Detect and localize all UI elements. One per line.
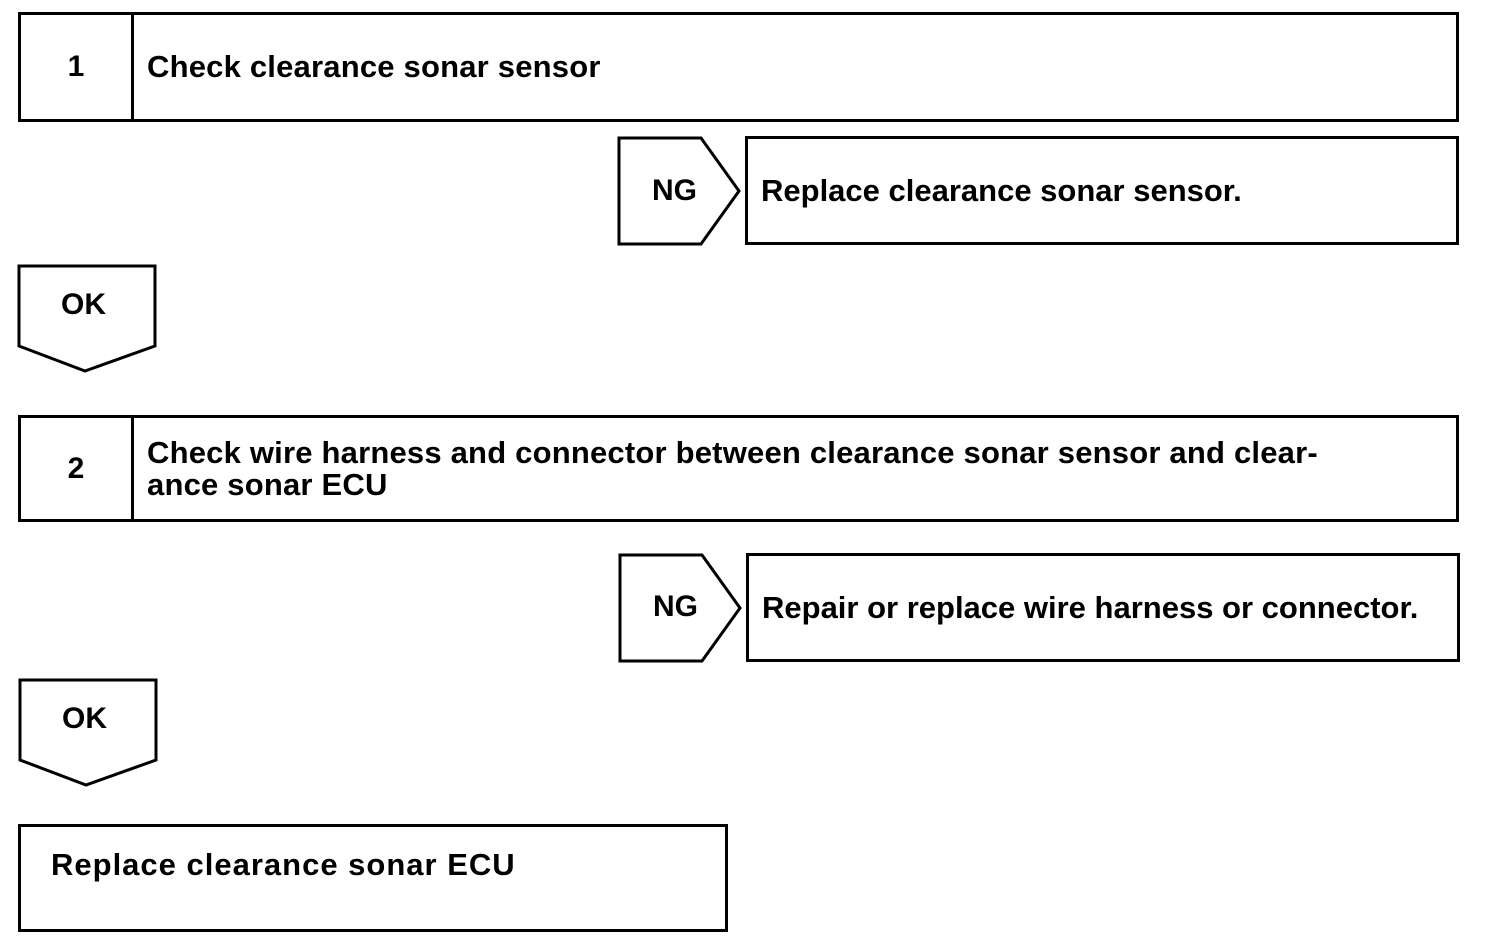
ng-arrow-2: NG [618, 553, 744, 663]
step-2-text-line-2: ance sonar ECU [147, 466, 388, 502]
ng-action-2-box: Repair or replace wire harness or connec… [746, 553, 1460, 662]
step-1-box: 1 Check clearance sonar sensor [18, 12, 1459, 122]
ok-label-1: OK [61, 288, 106, 321]
ng-arrow-1: NG [617, 136, 743, 246]
final-action-box: Replace clearance sonar ECU [18, 824, 728, 932]
ok-arrow-1: OK [17, 264, 157, 374]
ng-action-1-text: Replace clearance sonar sensor. [761, 172, 1242, 208]
step-1-text: Check clearance sonar sensor [147, 49, 601, 84]
step-2-text: Check wire harness and connector between… [134, 418, 1456, 519]
ng-action-1-box: Replace clearance sonar sensor. [745, 136, 1459, 245]
ng-action-2-text: Repair or replace wire harness or connec… [762, 589, 1419, 625]
step-1-number: 1 [21, 15, 134, 119]
ng-label-1: NG [652, 174, 697, 207]
ok-arrow-2: OK [18, 678, 158, 788]
step-2-box: 2 Check wire harness and connector betwe… [18, 415, 1459, 522]
ok-label-2: OK [62, 702, 107, 735]
step-2-number: 2 [21, 418, 134, 519]
ng-label-2: NG [653, 590, 698, 623]
final-action-text: Replace clearance sonar ECU [51, 847, 516, 882]
step-2-text-line-1: Check wire harness and connector between… [147, 434, 1318, 470]
